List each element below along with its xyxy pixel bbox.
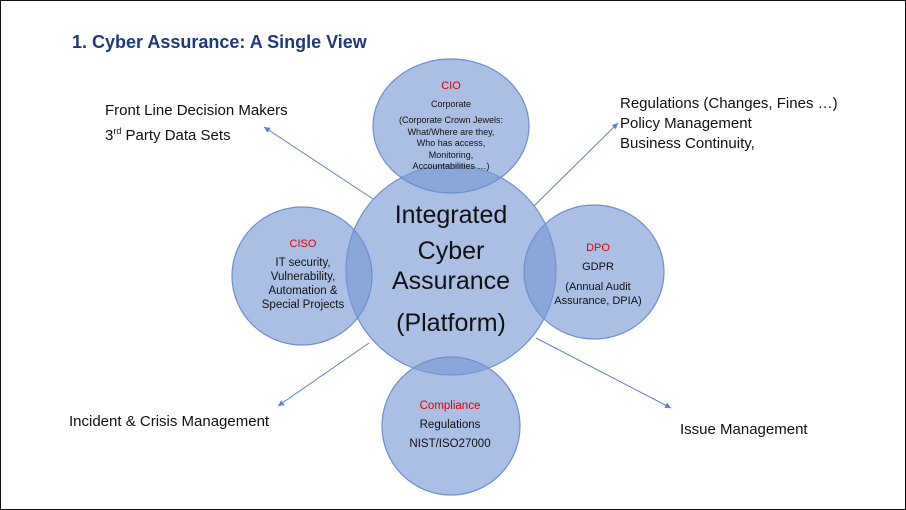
ciso-detail-line: Vulnerability, bbox=[270, 271, 336, 283]
cio-detail-line: Who has access, bbox=[416, 138, 486, 148]
arrow-to-frontline bbox=[263, 126, 374, 200]
center-line: (Platform) bbox=[396, 309, 506, 337]
ciso-detail-line: Automation & bbox=[268, 285, 338, 297]
issue-label: Issue Management bbox=[680, 421, 808, 438]
dpo-circle bbox=[523, 204, 665, 340]
cio-circle bbox=[372, 58, 530, 194]
cio-detail-line: (Corporate Crown Jewels: bbox=[398, 115, 504, 125]
compliance-role: Compliance bbox=[419, 400, 481, 412]
frontline-superscript: rd bbox=[113, 126, 122, 136]
compliance-detail-line: Regulations bbox=[419, 419, 481, 431]
regulations-line: Regulations (Changes, Fines …) bbox=[620, 95, 838, 112]
arrow-to-regulations bbox=[533, 122, 619, 207]
frontline-rest: Party Data Sets bbox=[121, 127, 231, 144]
regulations-line: Policy Management bbox=[620, 115, 752, 132]
cio-text: CIO Corporate (Corporate Crown Jewels: W… bbox=[386, 80, 516, 173]
dpo-detail-line: (Annual Audit bbox=[565, 281, 631, 293]
center-line: Integrated bbox=[394, 201, 508, 229]
ciso-detail-line: IT security, bbox=[275, 257, 331, 269]
dpo-sub: GDPR bbox=[582, 261, 614, 273]
frontline-line: 3rd Party Data Sets bbox=[105, 121, 288, 146]
frontline-label: Front Line Decision Makers 3rd Party Dat… bbox=[105, 101, 288, 146]
compliance-text: Compliance Regulations NIST/ISO27000 bbox=[384, 397, 516, 454]
frontline-number: 3 bbox=[105, 127, 114, 144]
dpo-text: DPO GDPR (Annual Audit Assurance, DPIA) bbox=[538, 241, 658, 308]
center-line: Assurance bbox=[391, 267, 511, 295]
compliance-detail-line: NIST/ISO27000 bbox=[409, 438, 491, 450]
cio-sub: Corporate bbox=[430, 98, 472, 109]
compliance-circle bbox=[381, 356, 521, 496]
frontline-line: Front Line Decision Makers bbox=[105, 102, 288, 119]
arrow-to-incident bbox=[277, 342, 370, 407]
cio-detail-line: Accountabilities …) bbox=[412, 161, 490, 171]
ciso-text: CISO IT security, Vulnerability, Automat… bbox=[247, 237, 359, 312]
slide-title: 1. Cyber Assurance: A Single View bbox=[72, 32, 367, 52]
cio-role: CIO bbox=[441, 80, 461, 92]
dpo-detail-line: Assurance, DPIA) bbox=[554, 295, 642, 307]
regulations-label: Regulations (Changes, Fines …) Policy Ma… bbox=[620, 94, 838, 154]
ciso-role: CISO bbox=[289, 238, 317, 250]
cio-detail-line: What/Where are they, bbox=[407, 126, 495, 137]
arrow-to-issue bbox=[535, 337, 672, 409]
cio-detail-line: Monitoring, bbox=[428, 149, 474, 160]
ciso-circle bbox=[231, 206, 373, 346]
center-line: Cyber bbox=[417, 237, 485, 265]
ciso-detail-line: Special Projects bbox=[261, 299, 345, 311]
dpo-role: DPO bbox=[586, 242, 610, 254]
center-text: Integrated Cyber Assurance (Platform) bbox=[366, 197, 536, 341]
incident-label: Incident & Crisis Management bbox=[69, 413, 270, 430]
regulations-line: Business Continuity, bbox=[620, 135, 755, 152]
